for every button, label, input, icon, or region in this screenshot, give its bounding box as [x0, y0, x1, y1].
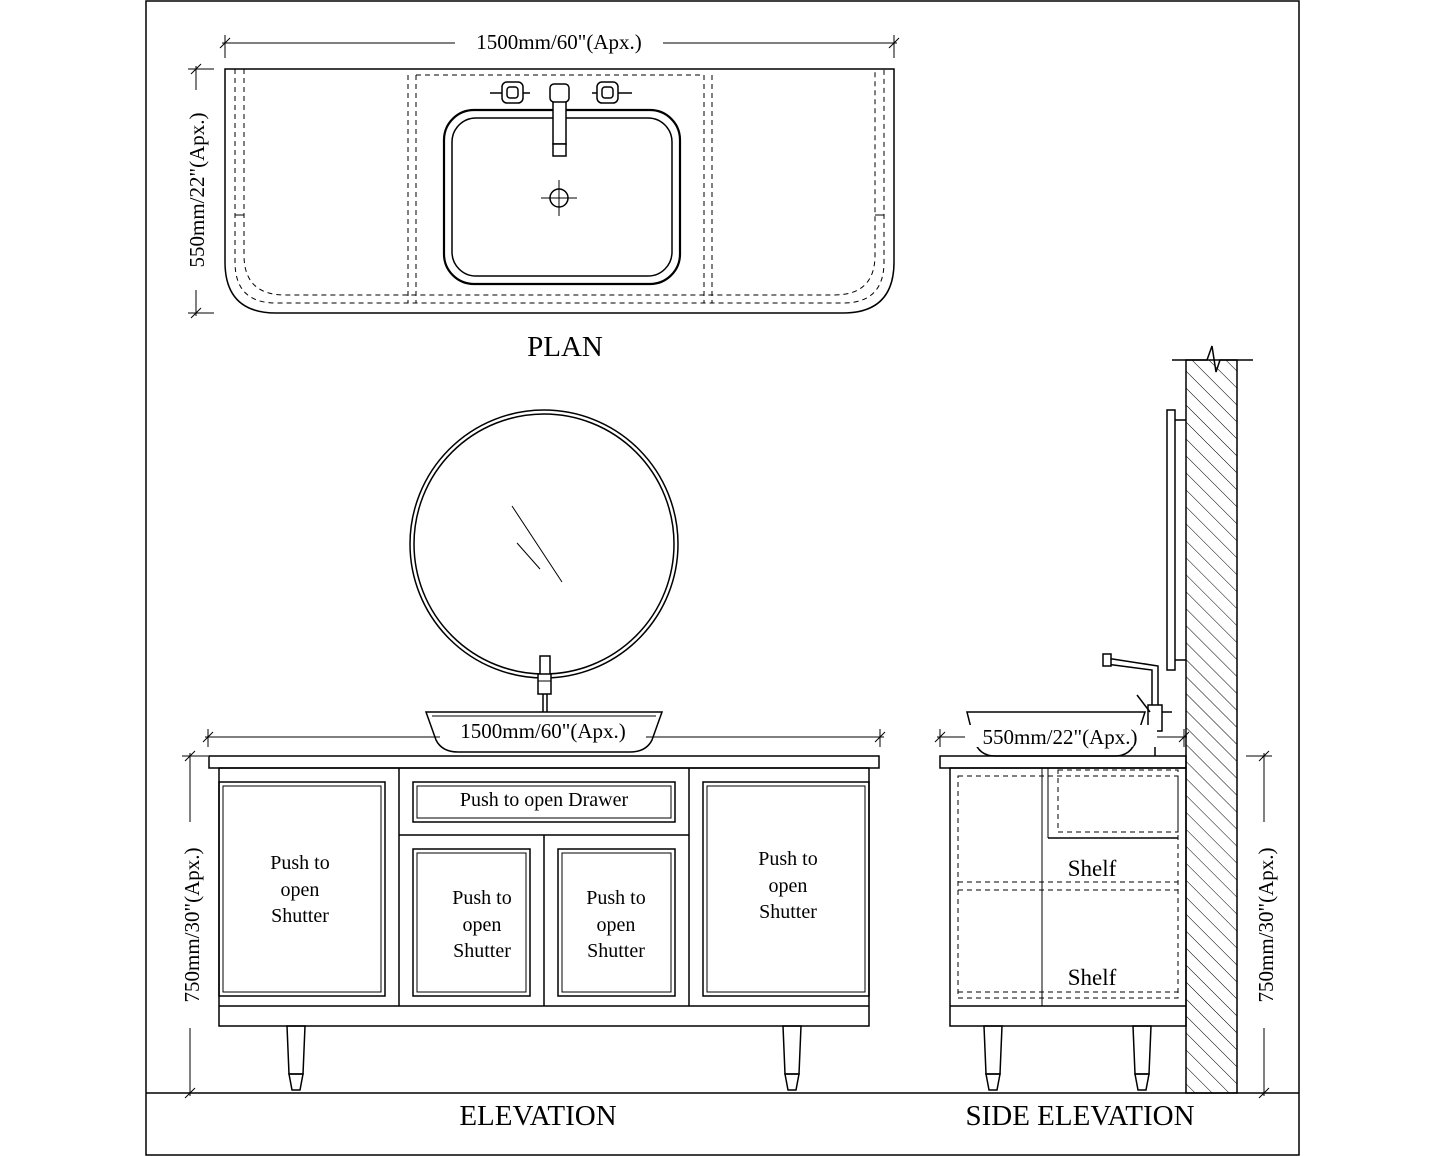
- elevation-countertop: [208, 755, 880, 769]
- shelf-label-lower: Shelf: [1068, 965, 1117, 990]
- shutter-label-center-left: Push to open Shutter: [452, 887, 511, 962]
- shutter-label-left: Push to open Shutter: [270, 852, 329, 927]
- elevation-center-left-shutter: [412, 848, 531, 997]
- elevation-view: 1500mm/60"(Apx.) 750mm/30"(Apx.): [177, 409, 886, 1132]
- elevation-width-label: 1500mm/60"(Apx.): [460, 719, 625, 743]
- elevation-tap-icon: [537, 655, 552, 712]
- plan-tap-handle-right-icon: [592, 81, 632, 104]
- svg-text:open: open: [281, 879, 320, 901]
- side-depth-dimension: 550mm/22"(Apx.): [934, 725, 1190, 749]
- plan-width-label: 1500mm/60"(Apx.): [476, 30, 641, 54]
- elevation-width-dimension: 1500mm/60"(Apx.): [202, 719, 886, 747]
- plan-depth-dimension: 550mm/22"(Apx.): [183, 63, 214, 319]
- plan-tap-spout-icon: [549, 83, 570, 157]
- side-cabinet-body: [949, 767, 1187, 1027]
- side-elevation-title: SIDE ELEVATION: [965, 1100, 1194, 1132]
- plan-drain-icon: [541, 180, 577, 216]
- plan-view: 1500mm/60"(Apx.) 550mm/22"(Apx.): [183, 30, 900, 363]
- side-depth-label: 550mm/22"(Apx.): [983, 725, 1138, 749]
- elevation-left-shutter: [218, 781, 386, 997]
- shutter-label-right: Push to open Shutter: [758, 848, 817, 923]
- sheet-border: [145, 0, 1300, 1156]
- elevation-drawer-front: [412, 781, 676, 823]
- round-mirror: [409, 409, 679, 679]
- svg-text:Shutter: Shutter: [271, 905, 329, 927]
- drawer-label: Push to open Drawer: [460, 789, 629, 811]
- side-elevation-view: 550mm/22"(Apx.) 750mm/30"(Apx.) Shelf Sh…: [934, 345, 1278, 1132]
- svg-text:Push to: Push to: [452, 887, 511, 909]
- svg-text:Shutter: Shutter: [759, 901, 817, 923]
- svg-text:Push to: Push to: [586, 887, 645, 909]
- side-countertop: [939, 755, 1187, 769]
- side-height-label: 750mm/30"(Apx.): [1254, 848, 1278, 1003]
- plan-depth-label: 550mm/22"(Apx.): [185, 113, 209, 268]
- svg-text:Shutter: Shutter: [453, 940, 511, 962]
- svg-text:Push to: Push to: [270, 852, 329, 874]
- elevation-leg-left: [286, 1025, 306, 1091]
- wall-section: [1185, 359, 1238, 1094]
- svg-text:open: open: [463, 914, 502, 936]
- elevation-height-label: 750mm/30"(Apx.): [180, 848, 204, 1003]
- side-leg-left: [983, 1025, 1003, 1091]
- plan-width-dimension: 1500mm/60"(Apx.): [219, 30, 900, 58]
- plan-title: PLAN: [527, 331, 603, 363]
- svg-text:open: open: [597, 914, 636, 936]
- elevation-center-right-shutter: [557, 848, 676, 997]
- elevation-title: ELEVATION: [459, 1100, 616, 1132]
- side-height-dimension: 750mm/30"(Apx.): [1246, 750, 1278, 1099]
- elevation-leg-right: [782, 1025, 802, 1091]
- side-mirror: [1166, 409, 1176, 671]
- svg-text:Shutter: Shutter: [587, 940, 645, 962]
- svg-text:open: open: [769, 875, 808, 897]
- elevation-right-shutter: [702, 781, 870, 997]
- shelf-label-upper: Shelf: [1068, 856, 1117, 881]
- elevation-height-dimension: 750mm/30"(Apx.): [177, 750, 208, 1099]
- plan-countertop-outline: [224, 68, 895, 314]
- side-leg-right: [1132, 1025, 1152, 1091]
- side-tap-icon: [1102, 653, 1172, 756]
- svg-text:Push to: Push to: [758, 848, 817, 870]
- plan-tap-handle-left-icon: [490, 81, 530, 104]
- shutter-label-center-right: Push to open Shutter: [586, 887, 645, 962]
